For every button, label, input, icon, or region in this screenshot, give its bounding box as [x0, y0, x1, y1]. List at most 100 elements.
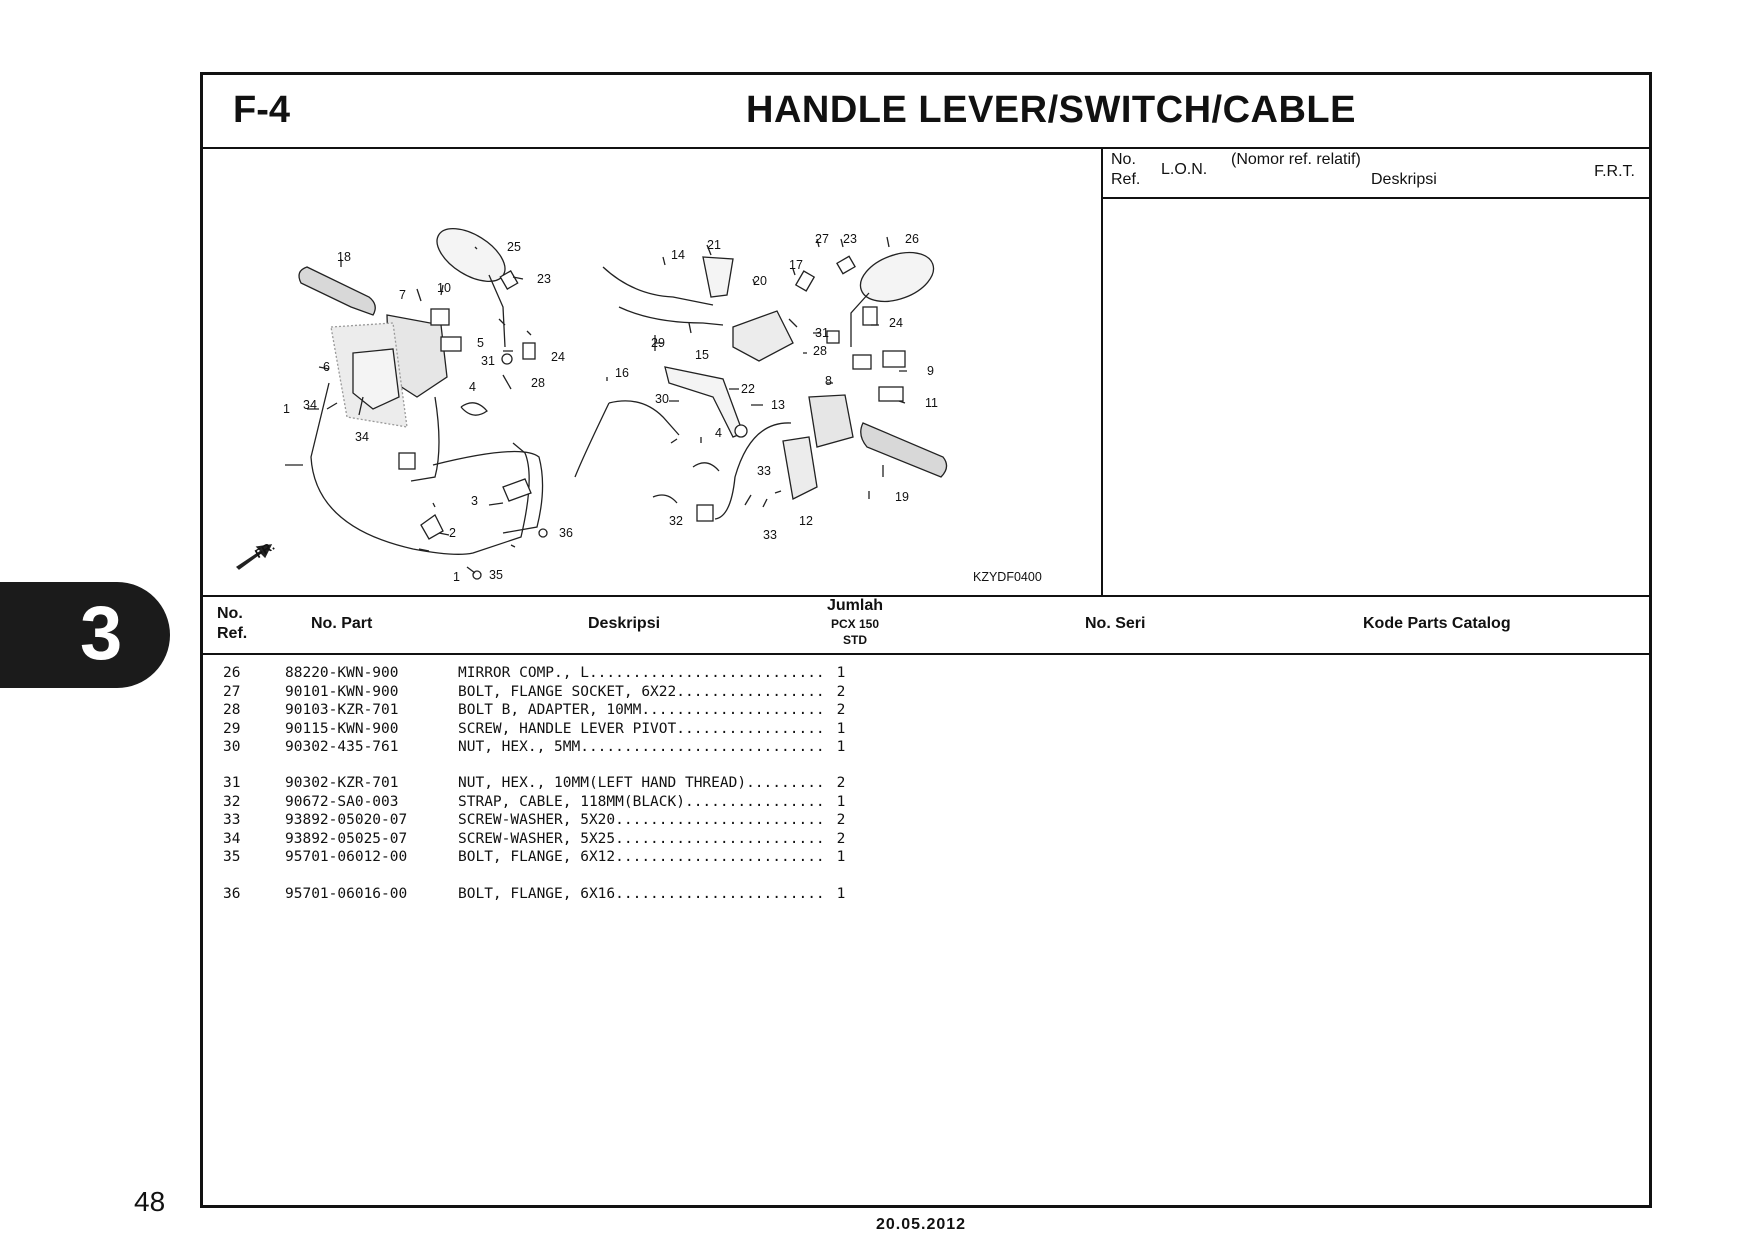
row-part-number: 93892-05025-07 [285, 830, 408, 847]
row-description: NUT, HEX., 10MM(LEFT HAND THREAD).......… [458, 775, 828, 791]
callout-label: 34 [303, 398, 317, 412]
callout-label: 27 [815, 232, 829, 246]
row-description: BOLT, FLANGE, 6X16......................… [458, 886, 828, 902]
row-part-number: 95701-06012-00 [285, 849, 408, 865]
row-part-number: 90103-KZR-701 [285, 702, 399, 718]
row-quantity: 2 [836, 812, 846, 828]
col-std: STD [843, 633, 867, 647]
col-jumlah: Jumlah [826, 597, 883, 614]
callout-label: 4 [715, 426, 722, 440]
row-description: STRAP, CABLE, 118MM(BLACK)..............… [458, 793, 828, 810]
callout-label: 29 [651, 336, 665, 350]
row-part-number: 88220-KWN-900 [285, 665, 399, 681]
row-part-number: 93892-05020-07 [285, 812, 408, 828]
callout-label: 30 [655, 392, 669, 406]
callout-label: 34 [355, 430, 369, 444]
callout-label: 1 [453, 570, 460, 584]
side-no: No. [1111, 151, 1136, 168]
row-quantity: 1 [836, 849, 846, 865]
row-ref: 26 [223, 665, 241, 681]
row-quantity: 1 [836, 793, 846, 810]
callout-label: 7 [399, 288, 406, 302]
callout-label: 10 [437, 281, 451, 295]
callout-label: 2 [449, 526, 456, 540]
callout-label: 31 [481, 354, 495, 368]
section-code: F-4 [233, 89, 290, 131]
row-ref: 29 [223, 720, 241, 737]
row-description: BOLT B, ADAPTER, 10MM...................… [458, 702, 828, 718]
callout-labels: 1 1 2 3 4 4 5 6 7 8 9 10 11 12 13 14 15 … [253, 232, 1042, 584]
side-table-header: No. Ref. L.O.N. (Nomor ref. relatif) Des… [1103, 147, 1649, 199]
row-ref: 28 [223, 702, 241, 718]
callout-label: 31 [815, 326, 829, 340]
row-part-number: 90302-KZR-701 [285, 775, 399, 791]
page-title: HANDLE LEVER/SWITCH/CABLE [746, 89, 1356, 131]
parts-illustration: 1 1 2 3 4 4 5 6 7 8 9 10 11 12 13 14 15 … [235, 228, 1042, 584]
callout-label: 6 [323, 360, 330, 374]
row-part-number: 90302-435-761 [285, 739, 399, 755]
callout-label: 18 [337, 250, 351, 264]
fr-label: FR. [253, 539, 277, 561]
row-quantity: 2 [836, 683, 846, 700]
catalog-frame: F-4 HANDLE LEVER/SWITCH/CABLE [200, 72, 1652, 1208]
callout-label: 22 [741, 382, 755, 396]
col-kode: Kode Parts Catalog [1363, 615, 1511, 632]
row-description: BOLT, FLANGE SOCKET, 6X22...............… [458, 683, 828, 700]
row-quantity: 1 [836, 886, 846, 902]
callout-label: 33 [763, 528, 777, 542]
callout-label: 16 [615, 366, 629, 380]
callout-label: 12 [799, 514, 813, 528]
callout-label: 28 [813, 344, 827, 358]
row-description: MIRROR COMP., L.........................… [458, 665, 828, 681]
row-description: SCREW-WASHER, 5X25......................… [458, 830, 828, 847]
exploded-diagram: 1 1 2 3 4 4 5 6 7 8 9 10 11 12 13 14 15 … [203, 147, 1103, 597]
row-ref: 35 [223, 849, 241, 865]
print-date: 20.05.2012 [876, 1216, 967, 1233]
row-ref: 33 [223, 812, 241, 828]
callout-label: 36 [559, 526, 573, 540]
callout-label: 28 [531, 376, 545, 390]
row-part-number: 90115-KWN-900 [285, 720, 399, 737]
col-deskripsi: Deskripsi [588, 615, 661, 632]
row-description: SCREW-WASHER, 5X20......................… [458, 812, 828, 828]
row-ref: 36 [223, 886, 241, 902]
row-quantity: 1 [836, 665, 846, 681]
row-part-number: 95701-06016-00 [285, 886, 408, 902]
callout-label: 15 [695, 348, 709, 362]
col-model: PCX 150 [830, 617, 880, 631]
side-nomor-ref: (Nomor ref. relatif) [1231, 151, 1361, 168]
diagram-code: KZYDF0400 [973, 570, 1042, 584]
callout-label: 17 [789, 258, 803, 272]
chapter-tab: 3 [0, 582, 170, 688]
row-part-number: 90672-SA0-003 [285, 793, 399, 810]
side-ref: Ref. [1111, 171, 1141, 188]
page-number: 48 [134, 1186, 166, 1217]
callout-label: 25 [507, 240, 521, 254]
callout-label: 13 [771, 398, 785, 412]
row-quantity: 1 [836, 720, 846, 737]
callout-label: 24 [551, 350, 565, 364]
callout-label: 19 [895, 490, 909, 504]
row-description: SCREW, HANDLE LEVER PIVOT...............… [458, 720, 828, 737]
callout-label: 35 [489, 568, 503, 582]
parts-table-header: No. Ref. No. Part Deskripsi Jumlah PCX 1… [203, 595, 1649, 655]
row-description: NUT, HEX., 5MM..........................… [458, 739, 828, 755]
callout-label: 20 [753, 274, 767, 288]
callout-label: 14 [671, 248, 685, 262]
col-no-part: No. Part [311, 615, 373, 632]
side-lon: L.O.N. [1161, 161, 1208, 178]
row-ref: 32 [223, 793, 241, 810]
callout-label: 5 [477, 336, 484, 350]
row-quantity: 1 [836, 739, 846, 755]
callout-label: 4 [469, 380, 476, 394]
side-frt: F.R.T. [1594, 163, 1635, 180]
callout-label: 8 [825, 374, 832, 388]
side-deskripsi: Deskripsi [1371, 171, 1437, 188]
callout-label: 11 [925, 396, 938, 410]
row-part-number: 90101-KWN-900 [285, 683, 399, 700]
col-ref: Ref. [217, 625, 248, 642]
row-ref: 34 [223, 830, 241, 847]
callout-label: 33 [757, 464, 771, 478]
callout-label: 23 [843, 232, 857, 246]
row-ref: 31 [223, 775, 241, 791]
